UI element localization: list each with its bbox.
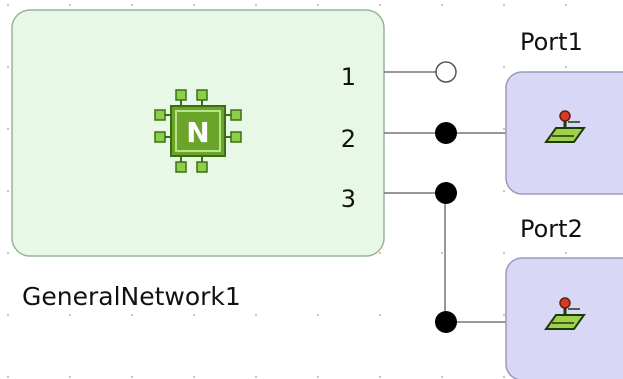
junction-node-pin3[interactable] — [435, 182, 457, 204]
grid-dot — [193, 314, 195, 316]
port2-label: Port2 — [520, 215, 583, 243]
port-probe-icon — [544, 297, 586, 330]
port1-label: Port1 — [520, 28, 583, 56]
grid-dot — [7, 66, 9, 68]
port-probe-icon — [544, 110, 586, 143]
grid-dot — [69, 376, 71, 378]
general-network-block[interactable]: N 1 2 3 — [11, 9, 385, 257]
grid-dot — [379, 4, 381, 6]
grid-dot — [441, 4, 443, 6]
grid-dot — [565, 66, 567, 68]
grid-dot — [131, 376, 133, 378]
grid-dot — [69, 314, 71, 316]
grid-dot — [503, 376, 505, 378]
grid-dot — [193, 4, 195, 6]
port2-block[interactable] — [505, 257, 623, 379]
grid-dot — [7, 376, 9, 378]
grid-dot — [69, 4, 71, 6]
chip-letter: N — [186, 116, 209, 149]
grid-dot — [255, 4, 257, 6]
pin-label-2: 2 — [341, 125, 356, 153]
grid-dot — [317, 4, 319, 6]
pin-label-3: 3 — [341, 185, 356, 213]
network-name-label: GeneralNetwork1 — [22, 282, 241, 311]
junction-node-port2[interactable] — [435, 311, 457, 333]
grid-dot — [379, 376, 381, 378]
grid-dot — [503, 128, 505, 130]
grid-dot — [7, 190, 9, 192]
grid-dot — [503, 190, 505, 192]
grid-dot — [131, 314, 133, 316]
grid-dot — [503, 314, 505, 316]
grid-dot — [7, 314, 9, 316]
grid-dot — [7, 252, 9, 254]
grid-dot — [503, 4, 505, 6]
grid-dot — [503, 252, 505, 254]
grid-dot — [379, 314, 381, 316]
grid-dot — [317, 314, 319, 316]
grid-dot — [565, 4, 567, 6]
grid-dot — [7, 128, 9, 130]
grid-dot — [503, 66, 505, 68]
port1-block[interactable] — [505, 71, 623, 195]
grid-dot — [565, 252, 567, 254]
grid-dot — [255, 376, 257, 378]
junction-node-pin2[interactable] — [435, 122, 457, 144]
pin-label-1: 1 — [341, 63, 356, 91]
grid-dot — [255, 314, 257, 316]
open-terminal-node[interactable] — [435, 61, 457, 83]
grid-dot — [7, 4, 9, 6]
grid-dot — [317, 376, 319, 378]
grid-dot — [131, 4, 133, 6]
network-chip-icon: N — [154, 89, 242, 173]
grid-dot — [441, 252, 443, 254]
grid-dot — [441, 376, 443, 378]
grid-dot — [193, 376, 195, 378]
grid-dot — [379, 252, 381, 254]
